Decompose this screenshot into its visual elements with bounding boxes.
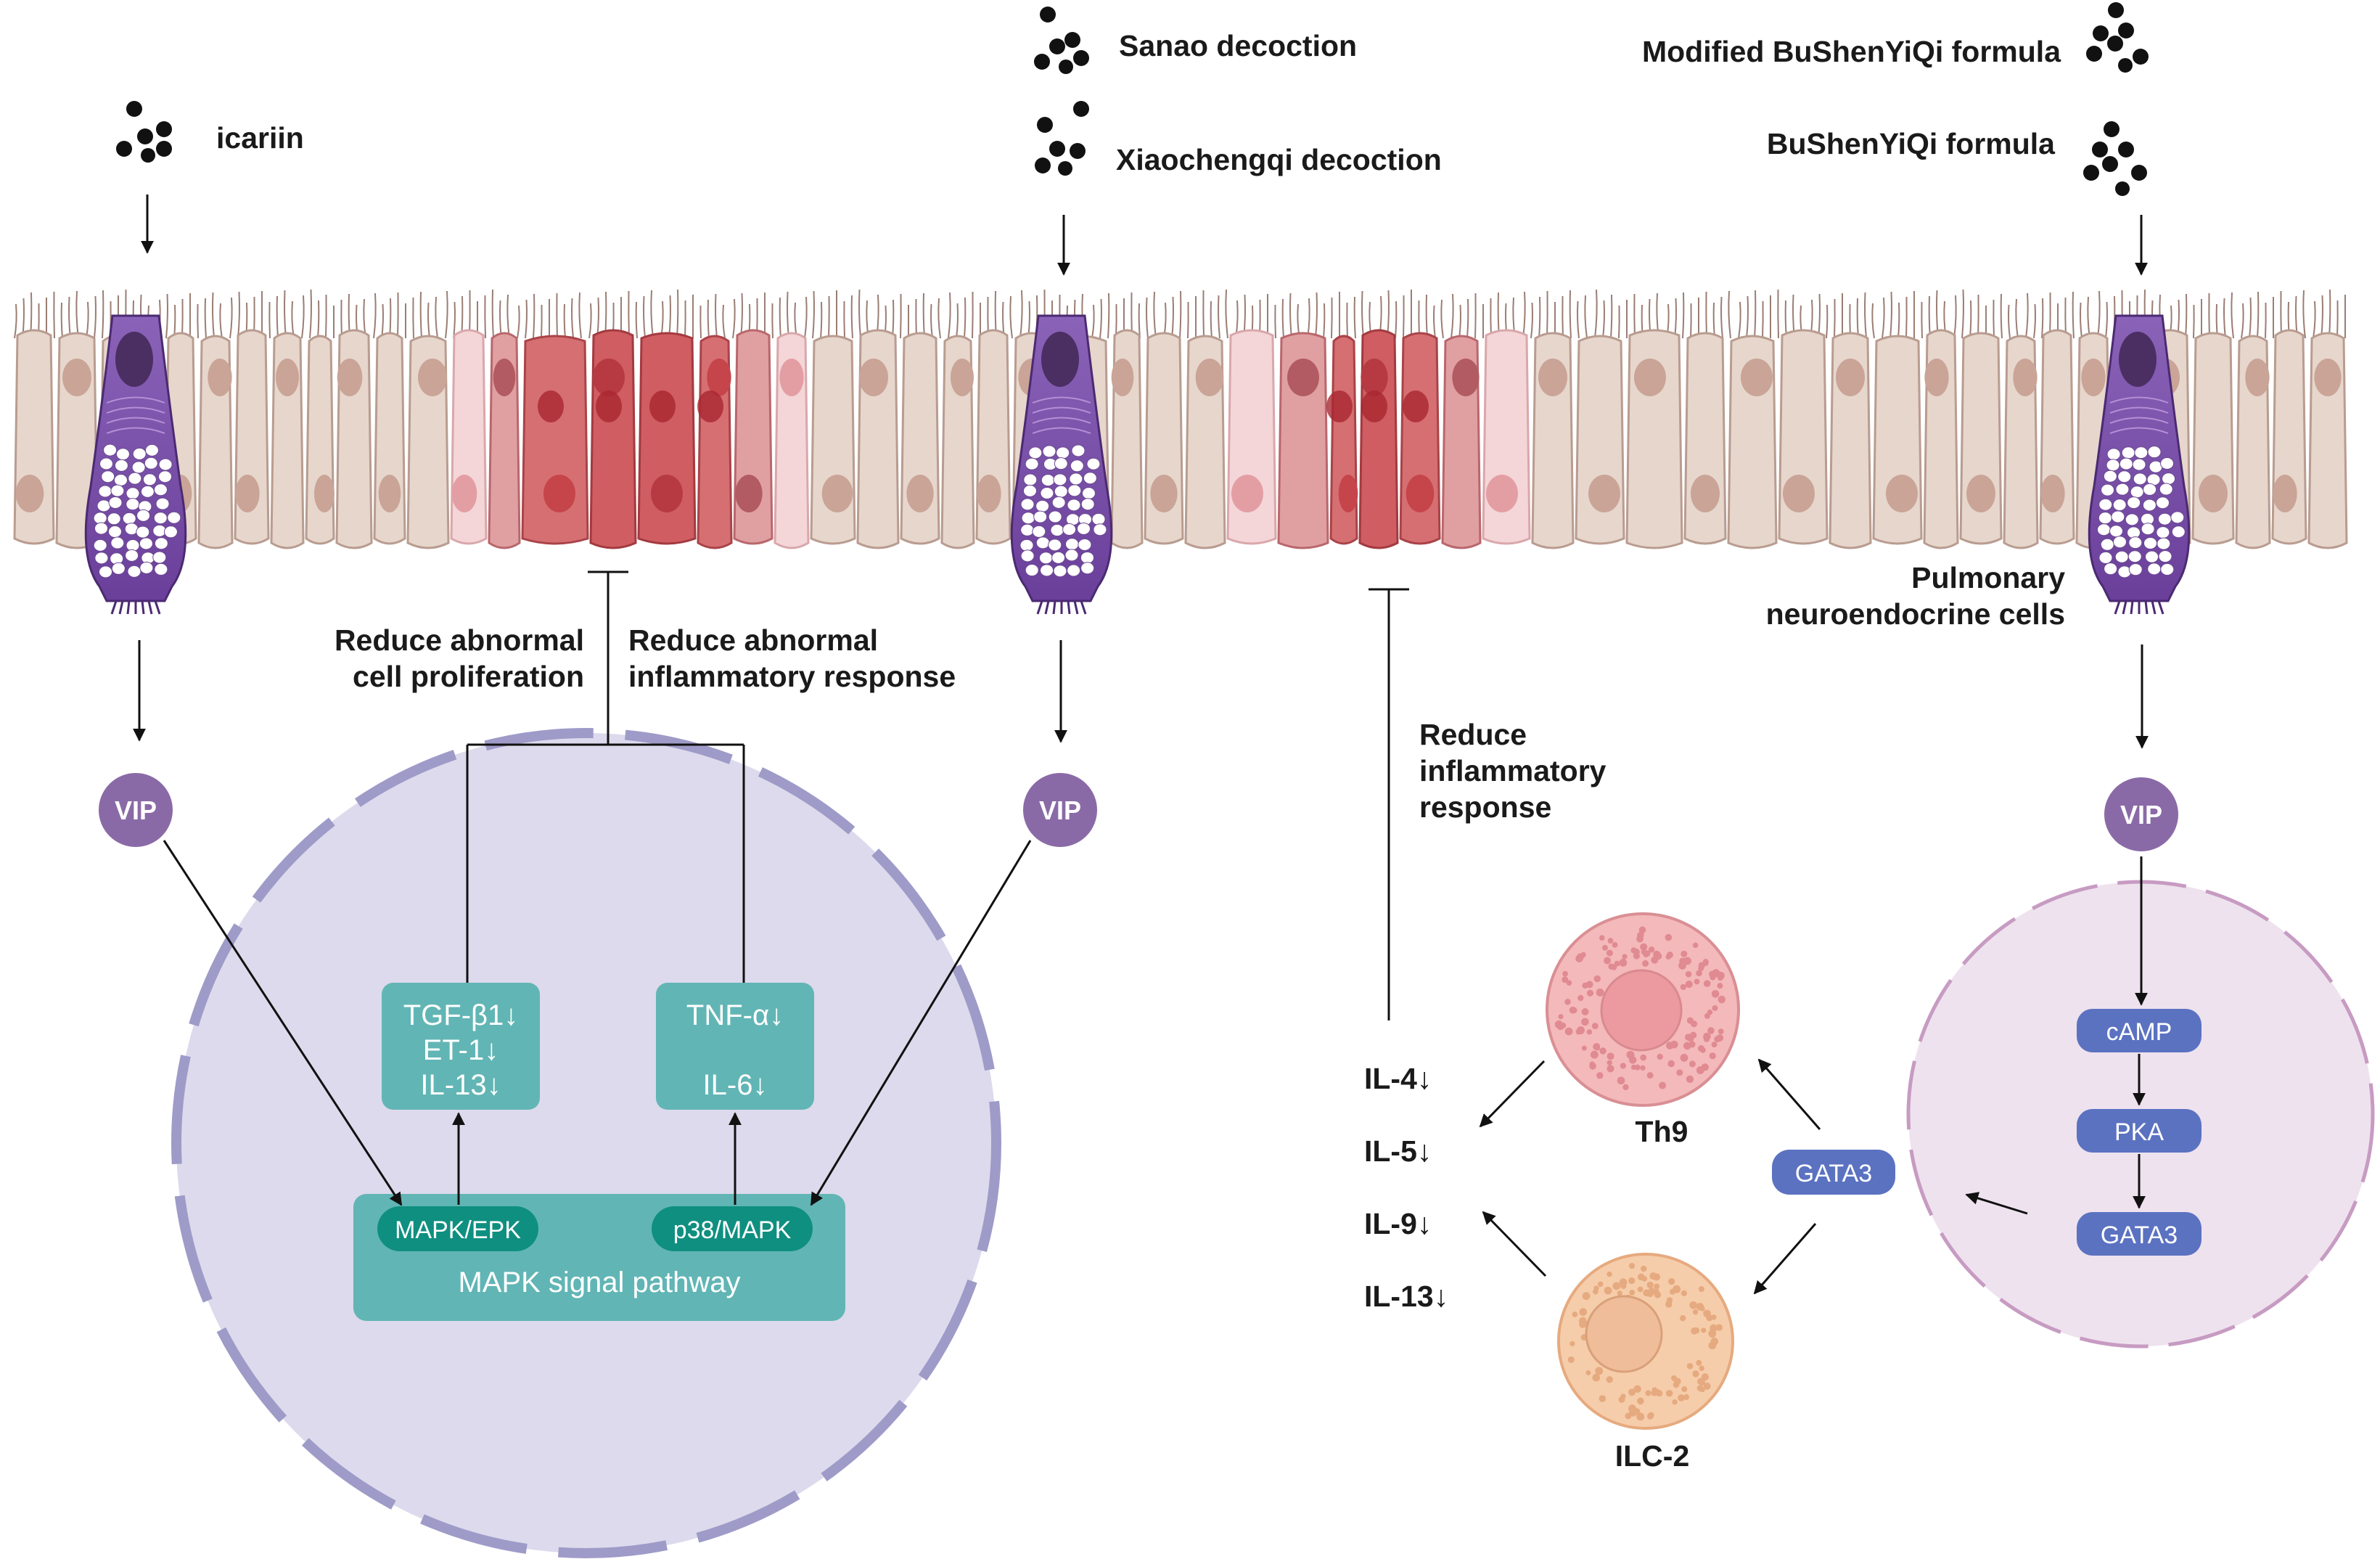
epithelial-cells (13, 329, 2348, 549)
effect-inflammatory-line2: inflammatory response (628, 660, 956, 693)
vip-node-2: VIP (1020, 770, 1100, 850)
svg-text:GATA3: GATA3 (2101, 1222, 2178, 1249)
svg-text:IL-13↓: IL-13↓ (420, 1069, 501, 1101)
vip1-to-mapk-arrow (163, 840, 403, 1206)
svg-text:GATA3: GATA3 (1795, 1160, 1872, 1187)
mapk-pathway-label: MAPK signal pathway (458, 1267, 740, 1298)
cytokine-il4: IL-4↓ (1364, 1062, 1432, 1095)
cytokine-il13: IL-13↓ (1364, 1280, 1448, 1313)
effect-inflammatory-line1: Reduce abnormal (628, 623, 878, 657)
camp-pill: cAMP (2077, 1009, 2202, 1052)
svg-text:PKA: PKA (2114, 1118, 2164, 1146)
cytokine-il5: IL-5↓ (1364, 1134, 1432, 1168)
airway-epithelium (13, 289, 2348, 549)
sanao-label: Sanao decoction (1119, 29, 1357, 62)
th9-to-cytokines-arrow (1479, 1060, 1546, 1128)
ilc2-label: ILC-2 (1615, 1439, 1690, 1473)
cytokine-box-2: TNF-α↓ IL-6↓ (656, 983, 814, 1110)
effect-proliferation-line1: Reduce abnormal (335, 623, 584, 657)
vip-node-1: VIP (96, 770, 176, 850)
svg-text:VIP: VIP (115, 795, 157, 825)
cilia (14, 289, 2346, 339)
drug-dots-modified-bushenyiqi-icon (2086, 2, 2149, 73)
th9-cell (1546, 912, 1740, 1107)
svg-text:IL-6↓: IL-6↓ (703, 1069, 768, 1101)
drug-dots-xiaochengqi-icon (1035, 101, 1089, 176)
cell-to-gata3-arrow (1965, 1192, 2028, 1215)
neuroendocrine-cell-2 (1010, 314, 1113, 615)
neuroendocrine-cell-3 (2088, 314, 2191, 615)
effect-reduce-line2: inflammatory (1419, 754, 1606, 787)
pnc-label-line2: neuroendocrine cells (1766, 597, 2065, 631)
th9-label: Th9 (1636, 1115, 1688, 1148)
svg-text:ET-1↓: ET-1↓ (423, 1034, 498, 1066)
vip2-to-p38-arrow (810, 840, 1032, 1206)
svg-text:cAMP: cAMP (2106, 1018, 2172, 1046)
effect-reduce-line1: Reduce (1419, 718, 1527, 751)
inhibition-line-right (1368, 588, 1409, 1020)
effect-proliferation-line2: cell proliferation (353, 660, 584, 693)
p38-mapk-pill: p38/MAPK (652, 1206, 813, 1251)
inhibition-tree (466, 570, 745, 984)
vip-node-3: VIP (2101, 774, 2181, 854)
icariin-label: icariin (216, 121, 304, 155)
bushenyiqi-label: BuShenYiQi formula (1767, 127, 2056, 160)
drug-dots-bushenyiqi-icon (2083, 121, 2147, 196)
xiaochengqi-label: Xiaochengqi decoction (1116, 143, 1442, 176)
svg-text:VIP: VIP (1039, 795, 1081, 825)
mapk-cell-membrane (171, 728, 1001, 1558)
drug-dots-icariin-icon (116, 101, 172, 163)
svg-text:TGF-β1↓: TGF-β1↓ (403, 999, 519, 1031)
gata3-to-th9-arrow (1757, 1058, 1821, 1130)
ilc2-cell (1557, 1253, 1734, 1430)
cytokine-box-1: TGF-β1↓ ET-1↓ IL-13↓ (382, 983, 540, 1110)
svg-text:MAPK/EPK: MAPK/EPK (395, 1216, 521, 1244)
mapk-epk-pill: MAPK/EPK (377, 1206, 538, 1251)
cytokine-il9: IL-9↓ (1364, 1207, 1432, 1240)
gata3-free-pill: GATA3 (1772, 1150, 1895, 1195)
svg-text:VIP: VIP (2120, 800, 2162, 830)
ilc2-to-cytokines-arrow (1482, 1211, 1547, 1277)
modified-bushenyiqi-label: Modified BuShenYiQi formula (1642, 35, 2061, 68)
drug-dots-sanao-icon (1034, 7, 1089, 74)
neuroendocrine-cell-1 (84, 314, 187, 615)
mapk-target-cell (176, 733, 996, 1553)
svg-text:TNF-α↓: TNF-α↓ (686, 999, 784, 1031)
svg-text:p38/MAPK: p38/MAPK (673, 1216, 792, 1244)
pnc-label-line1: Pulmonary (1911, 561, 2065, 594)
gata3-cascade-pill: GATA3 (2077, 1212, 2202, 1256)
pka-pill: PKA (2077, 1109, 2202, 1153)
gata3-to-ilc2-arrow (1753, 1223, 1817, 1295)
effect-reduce-line3: response (1419, 790, 1551, 824)
